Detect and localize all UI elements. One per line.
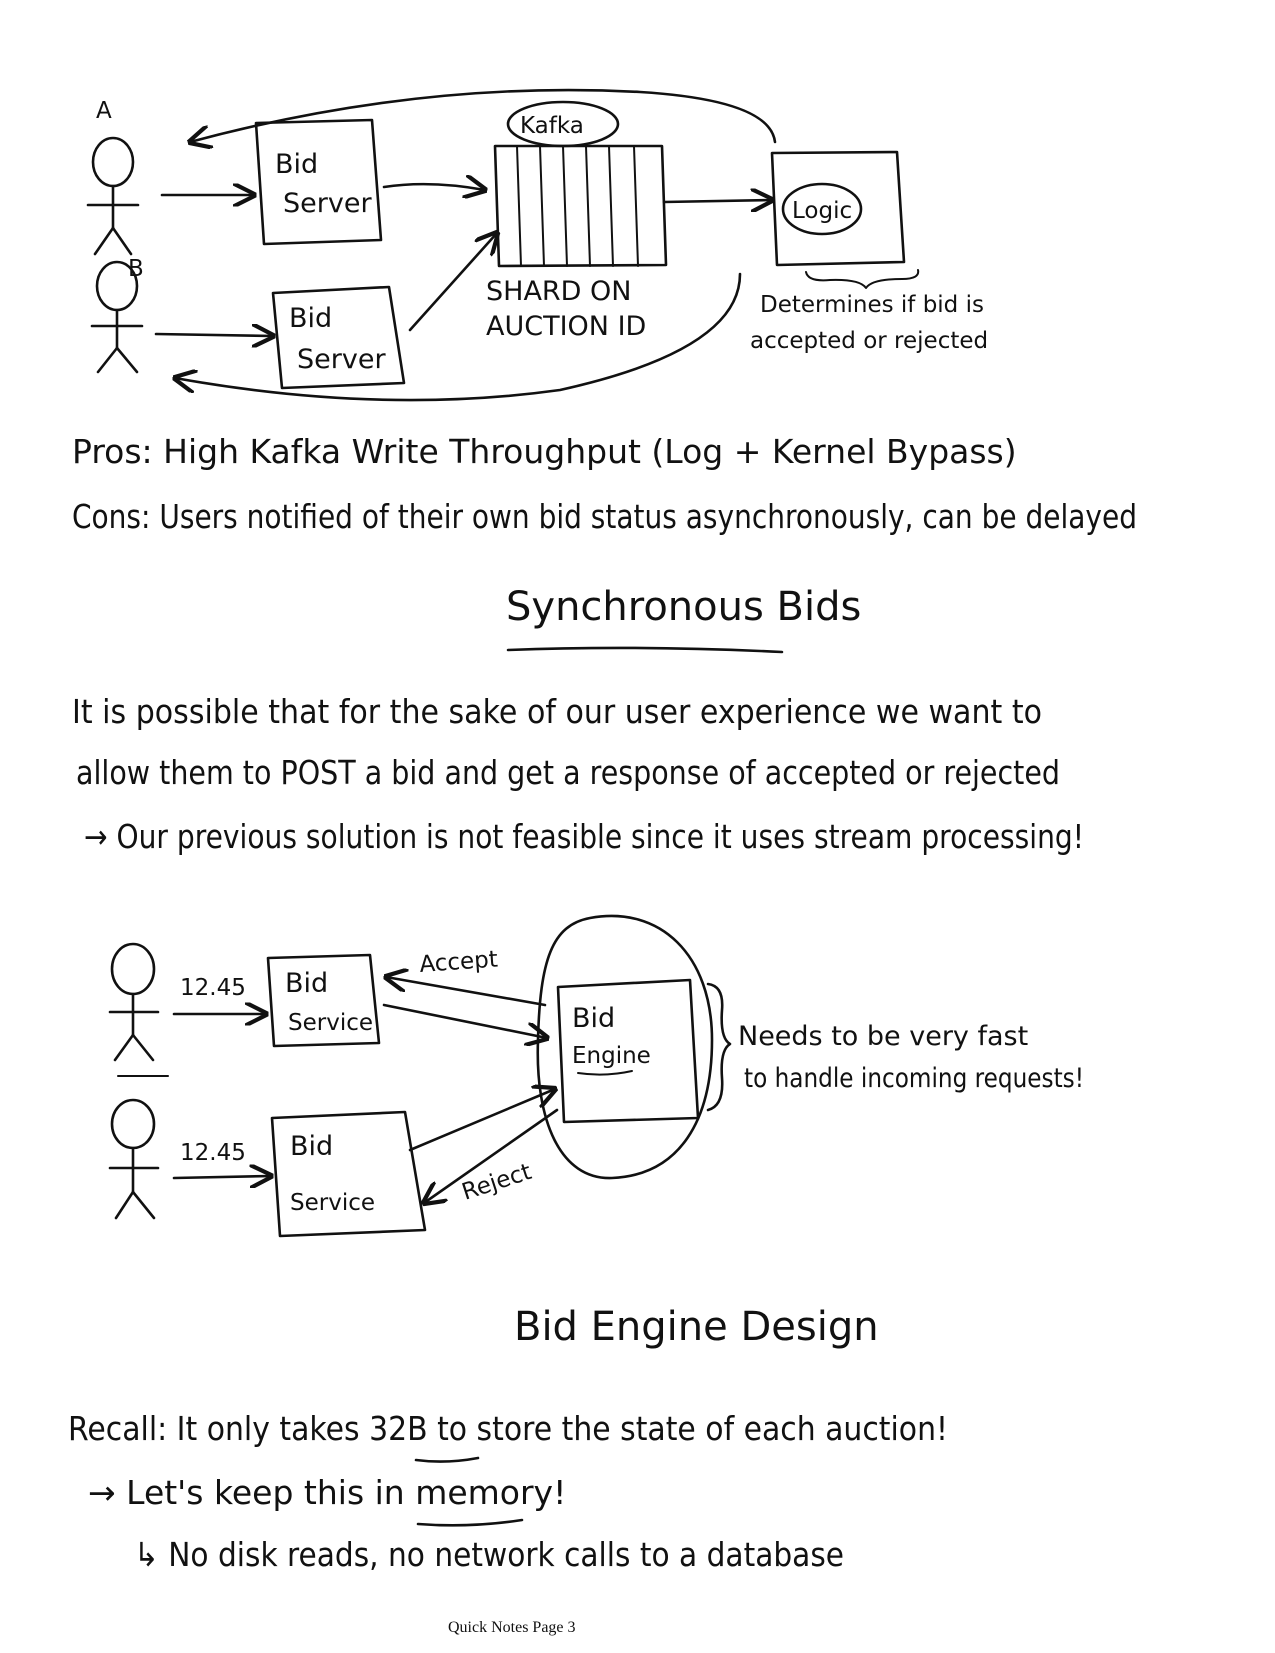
latency-2-label: 12.45 (180, 1140, 246, 1166)
bid-server-2-line-1: Bid (289, 303, 332, 334)
section-bid-engine-design: Bid Engine Design Recall: It only takes … (68, 1304, 948, 1574)
user-a-label: A (96, 98, 112, 124)
bid-engine-design-heading: Bid Engine Design (514, 1304, 879, 1350)
sync-body-line-3: → Our previous solution is not feasible … (84, 817, 1084, 856)
sync-body-line-2: allow them to POST a bid and get a respo… (76, 753, 1060, 792)
memory-text: → Let's keep this in memory! (88, 1473, 566, 1512)
bid-service-2-line-1: Bid (290, 1131, 333, 1162)
bid-service-2: Bid Service (270, 1110, 427, 1238)
user-a-stick-figure: A (86, 98, 140, 256)
kafka-label: Kafka (520, 113, 584, 139)
bid-service-1: Bid Service (266, 953, 381, 1048)
pros-cons: Pros: High Kafka Write Throughput (Log +… (72, 432, 1137, 536)
sync-arrows: Accept Reject (384, 947, 557, 1206)
bid-server-1: Bid Server (254, 118, 383, 246)
no-disk-text: ↳ No disk reads, no network calls to a d… (134, 1535, 844, 1574)
bid-server-2-line-2: Server (297, 344, 386, 375)
user-b-stick-figure: B (90, 256, 144, 374)
logic-note-line-2: accepted or rejected (750, 328, 988, 354)
user-2-to-service-arrow (172, 1176, 271, 1178)
shard-note-line-1: SHARD ON (486, 276, 632, 307)
sync-user-1-stick-figure (108, 942, 169, 1077)
sync-body-line-1: It is possible that for the sake of our … (72, 692, 1042, 731)
cons-text: Cons: Users notified of their own bid st… (72, 497, 1137, 536)
logic-label: Logic (792, 198, 852, 224)
sync-user-2-stick-figure (108, 1098, 160, 1220)
section-synchronous-bids: Synchronous Bids It is possible that for… (72, 584, 1084, 856)
shard-note-line-2: AUCTION ID (486, 311, 646, 342)
engine-note-line-1: Needs to be very fast (738, 1021, 1028, 1052)
engine-note-brace (706, 982, 732, 1112)
engine-note-line-2: to handle incoming requests! (744, 1063, 1084, 1094)
bid-engine: Bid Engine (536, 914, 714, 1180)
synchronous-bids-heading: Synchronous Bids (506, 584, 861, 630)
accept-label: Accept (419, 947, 499, 978)
latency-1-label: 12.45 (180, 975, 246, 1001)
page-footer: Quick Notes Page 3 (448, 1619, 576, 1636)
user-b-label: B (128, 256, 144, 282)
kafka-queue: Kafka SHARD ON AUCTION ID (486, 100, 668, 342)
async-diagram: A B Bid Server Bid Server (86, 88, 988, 402)
bid-server-1-line-2: Server (283, 188, 372, 219)
recall-text: Recall: It only takes 32B to store the s… (68, 1409, 948, 1448)
async-arrows (154, 88, 777, 402)
sync-diagram: 12.45 12.45 Bid Service Bid Service Bid … (108, 914, 1084, 1238)
bid-service-2-line-2: Service (290, 1190, 375, 1216)
bid-service-1-line-2: Service (288, 1010, 373, 1036)
bid-engine-line-2: Engine (572, 1043, 651, 1069)
logic-box: Logic Determines if bid is accepted or r… (750, 150, 988, 354)
logic-note-line-1: Determines if bid is (760, 292, 984, 318)
pros-text: Pros: High Kafka Write Throughput (Log +… (72, 432, 1017, 471)
reject-label: Reject (459, 1159, 535, 1206)
bid-service-1-line-1: Bid (285, 968, 328, 999)
bid-server-1-line-1: Bid (275, 149, 318, 180)
bid-server-2: Bid Server (271, 285, 406, 390)
bid-engine-line-1: Bid (572, 1003, 615, 1034)
